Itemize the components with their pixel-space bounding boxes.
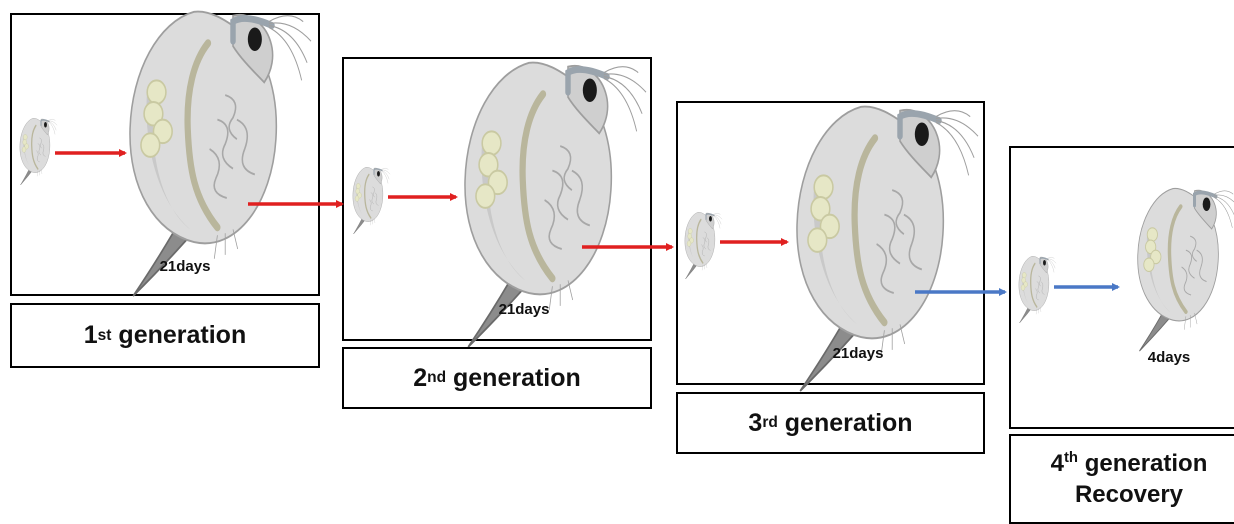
duration-label-4: 4days (1148, 349, 1191, 366)
generation-ordinal-4: 4 (1051, 450, 1064, 477)
recovery-label: Recovery (1075, 479, 1183, 510)
generation-suffix-4: th (1064, 450, 1078, 466)
daphnia-neonate-1 (20, 118, 57, 185)
daphnia-adult-3 (797, 107, 978, 391)
daphnia-neonate-4 (1019, 256, 1056, 323)
generation-text-3: generation (785, 409, 913, 438)
generation-ordinal-3: 3 (748, 409, 762, 438)
generation-label-4: 4th generation Recovery (1009, 434, 1234, 524)
generation-ordinal-2: 2 (413, 364, 427, 393)
generation-ordinal-1: 1 (84, 321, 98, 350)
daphnia-adult-4 (1138, 188, 1234, 351)
generation-text-1: generation (118, 321, 246, 350)
duration-label-2: 21days (499, 301, 550, 318)
generation-line-4: 4th generation (1051, 448, 1208, 479)
daphnia-neonate-3 (685, 212, 722, 279)
daphnia-adult-1 (130, 12, 311, 296)
daphnia-adult-2 (465, 63, 646, 347)
generation-text-2: generation (453, 364, 581, 393)
generation-text-4: generation (1085, 450, 1208, 477)
daphnia-neonate-2 (353, 167, 390, 234)
duration-label-3: 21days (833, 345, 884, 362)
duration-label-1: 21days (160, 258, 211, 275)
